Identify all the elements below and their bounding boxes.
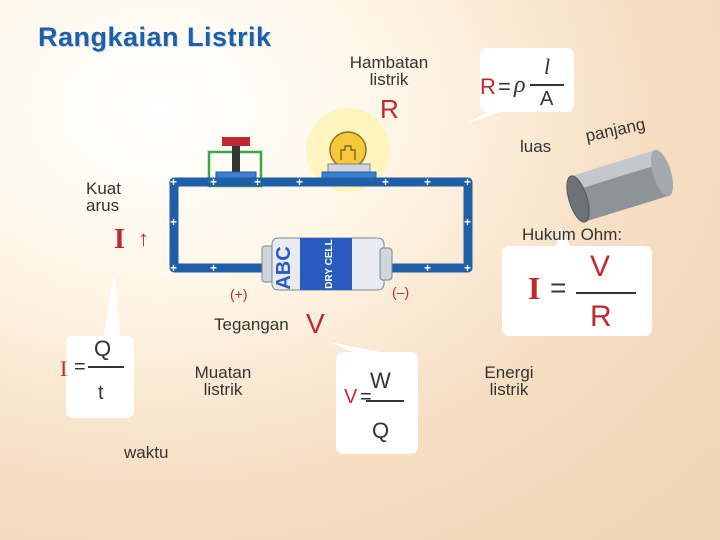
current-symbol: I [114,224,125,255]
svg-text:+: + [464,261,471,275]
label-hukum-ohm: Hukum Ohm: [522,225,623,244]
label-minus-terminal: (–) [392,284,410,300]
bubble-resistance [466,48,574,124]
hambatan-symbol: R [380,94,399,124]
svg-text:+: + [254,175,261,189]
battery-brand: ABC [273,246,295,289]
svg-text:+: + [170,215,177,229]
svg-text:+: + [170,175,177,189]
label-plus-terminal: (+) [230,286,248,302]
tegangan-symbol: V [306,308,325,339]
wire-connectors: + + + + + + + + + + + + + [170,175,471,275]
lamp-icon [306,108,390,192]
bubble-current-charge [66,270,134,418]
wire-cylinder-icon [566,149,674,223]
svg-text:+: + [210,261,217,275]
bubble-voltage [330,342,418,454]
battery-icon: ABC DRY CELL [261,237,393,291]
svg-text:+: + [170,261,177,275]
svg-text:+: + [464,215,471,229]
svg-text:+: + [296,175,303,189]
svg-text:+: + [210,175,217,189]
slide-title: Rangkaian Listrik [38,22,272,52]
svg-text:+: + [382,175,389,189]
current-arrow-icon: ↑ [138,226,149,251]
label-waktu: waktu [124,443,169,462]
svg-text:+: + [464,175,471,189]
svg-text:+: + [424,175,431,189]
battery-text: DRY CELL [324,239,335,288]
bubble-ohm [502,226,652,336]
circuit-wires [169,177,473,273]
label-luas: luas [520,137,552,156]
label-tegangan: Tegangan [214,315,289,334]
svg-text:+: + [424,261,431,275]
